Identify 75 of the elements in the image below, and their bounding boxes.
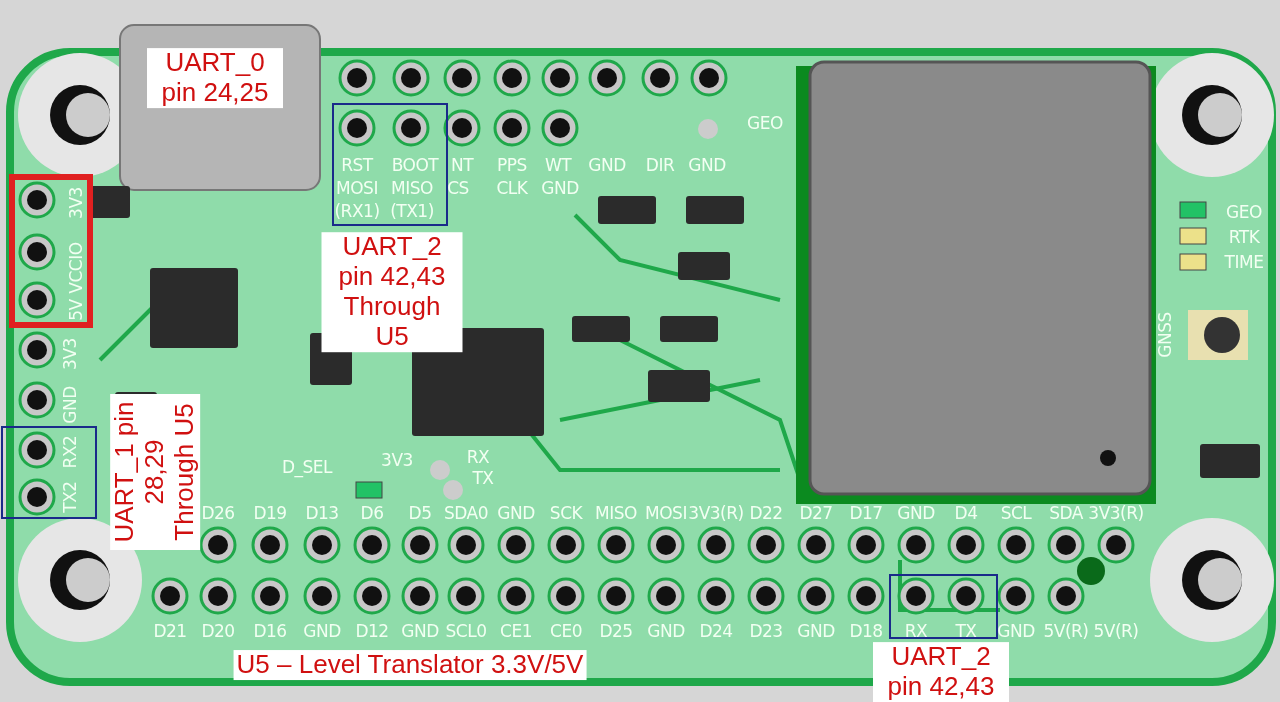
silkscreen-label: MISO	[595, 504, 637, 522]
silkscreen-label: GND	[541, 179, 579, 197]
silkscreen-label: D19	[253, 504, 287, 522]
silkscreen-label: GNSS	[1156, 312, 1174, 358]
silkscreen-label: D5	[408, 504, 432, 522]
silkscreen-label: RX	[466, 448, 490, 466]
silkscreen-label: 5V(R)	[1043, 622, 1089, 640]
silkscreen-label: 3V3	[61, 338, 79, 370]
silkscreen-label: GND	[588, 156, 626, 174]
silkscreen-label: VCCIO	[67, 242, 85, 294]
silkscreen-label: D26	[201, 504, 235, 522]
silkscreen-label: TX2	[61, 481, 79, 513]
silkscreen-label: D24	[699, 622, 733, 640]
silkscreen-label: D4	[954, 504, 978, 522]
silkscreen-label: RX	[904, 622, 928, 640]
silkscreen-label: D27	[799, 504, 833, 522]
silkscreen-label: MOSI	[336, 179, 378, 197]
silkscreen-label: 3V3	[381, 451, 413, 469]
silkscreen-label: D12	[355, 622, 389, 640]
silkscreen-label: CE0	[550, 622, 582, 640]
silkscreen-label: 3V3	[67, 187, 85, 219]
callout-text: UART_2 pin 42,43 Through U5	[321, 232, 463, 352]
silkscreen-label: GND	[303, 622, 341, 640]
silkscreen-label: GND	[401, 622, 439, 640]
silkscreen-label: TX	[955, 622, 977, 640]
silkscreen-label: BOOT	[391, 156, 439, 174]
silkscreen-label: DIR	[645, 156, 675, 174]
silkscreen-label: GND	[797, 622, 835, 640]
callout-text: UART_0 pin 24,25	[147, 48, 283, 108]
silkscreen-label: D25	[599, 622, 633, 640]
silkscreen-label: GND	[497, 504, 535, 522]
callout-text: UART_1 pin 28,29 Through U5	[110, 394, 200, 550]
silkscreen-label: D16	[253, 622, 287, 640]
silkscreen-label: D18	[849, 622, 883, 640]
silkscreen-label: D17	[849, 504, 883, 522]
silkscreen-label: PPS	[497, 156, 527, 174]
silkscreen-label: TX	[472, 469, 494, 487]
silkscreen-label: SCL0	[445, 622, 487, 640]
callout-text: U5 – Level Translator 3.3V/5V	[233, 650, 587, 680]
silkscreen-label: D_SEL	[281, 458, 333, 476]
silkscreen-label: GND	[647, 622, 685, 640]
silkscreen-label: SDA0	[444, 504, 488, 522]
silkscreen-label: D13	[305, 504, 339, 522]
silkscreen-label: 3V3(R)	[688, 504, 744, 522]
silkscreen-label: D22	[749, 504, 783, 522]
silkscreen-label: WT	[544, 156, 572, 174]
silkscreen-label: GND	[61, 386, 79, 424]
silkscreen-label: D21	[153, 622, 187, 640]
silkscreen-label: GND	[688, 156, 726, 174]
silkscreen-label: 3V3(R)	[1088, 504, 1144, 522]
silkscreen-label: CE1	[500, 622, 532, 640]
silkscreen-label: CS	[447, 179, 469, 197]
silkscreen-label: SCK	[549, 504, 583, 522]
silkscreen-label: MOSI	[645, 504, 687, 522]
silkscreen-label: TIME	[1224, 253, 1264, 271]
silkscreen-label: SDA	[1049, 504, 1083, 522]
silkscreen-label: GEO	[747, 114, 783, 132]
silkscreen-label: D23	[749, 622, 783, 640]
silkscreen-label: 5V(R)	[1093, 622, 1139, 640]
silkscreen-label: (RX1)	[334, 202, 380, 220]
silkscreen-label: D20	[201, 622, 235, 640]
silkscreen-label: GND	[997, 622, 1035, 640]
silkscreen-label: CLK	[496, 179, 528, 197]
silkscreen-label: MISO	[391, 179, 433, 197]
silkscreen-label: GND	[897, 504, 935, 522]
silkscreen-label: RTK	[1228, 228, 1260, 246]
silkscreen-label: RST	[341, 156, 373, 174]
silkscreen-label: (TX1)	[390, 202, 434, 220]
silkscreen-label: 5V	[67, 299, 85, 321]
silkscreen-label: GEO	[1226, 203, 1262, 221]
silkscreen-label: SCL	[1000, 504, 1032, 522]
silkscreen-label: NT	[450, 156, 474, 174]
callout-text: UART_2 pin 42,43	[873, 642, 1009, 702]
silkscreen-label: RX2	[61, 435, 79, 469]
silkscreen-label: D6	[360, 504, 384, 522]
